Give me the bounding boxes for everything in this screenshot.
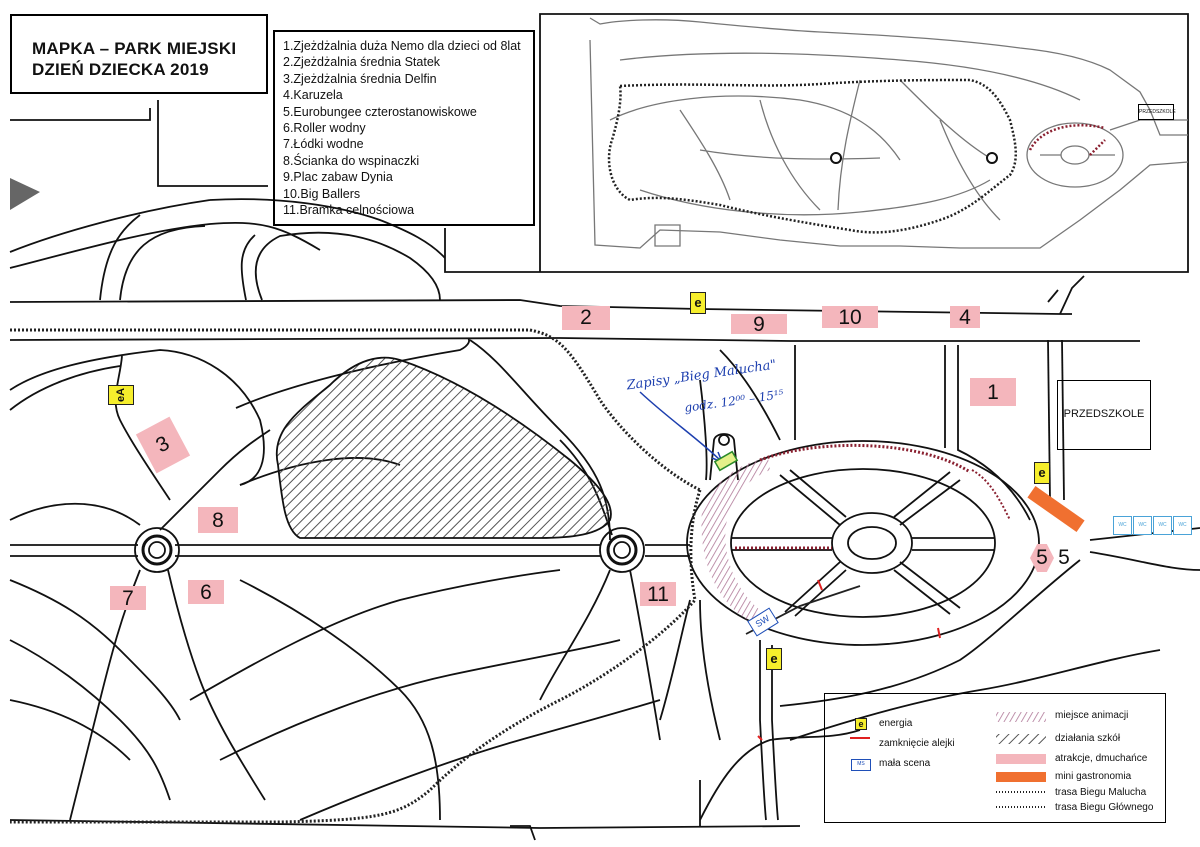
legend-stage-label: mała scena (879, 758, 931, 769)
main-race-route-lower (10, 489, 702, 824)
attraction-item: 10.Big Ballers (283, 186, 361, 201)
animation-area (701, 458, 770, 622)
legend-malucha-label: trasa Biegu Malucha (1055, 787, 1147, 798)
attraction-item: 8.Ścianka do wspinaczki (283, 153, 420, 168)
map-title-box: MAPKA – PARK MIEJSKI DZIEŃ DZIECKA 2019 (10, 14, 268, 94)
marker-2: 2 (562, 306, 610, 330)
mini-gastronomy (1027, 486, 1085, 532)
attraction-item: 1.Zjeżdżalnia duża Nemo dla dzieci od 8l… (283, 39, 521, 53)
marker-9: 9 (731, 314, 787, 336)
attraction-item: 11.Bramka celnościowa (283, 203, 415, 218)
lamp-marker (709, 433, 739, 481)
marker-10: 10 (822, 306, 878, 329)
energy-marker: e (690, 292, 706, 314)
central-oval (686, 440, 1040, 646)
marker-5-number: 5 (1058, 546, 1070, 569)
wc-icon: WC (1173, 516, 1192, 535)
map-title-line1: MAPKA – PARK MIEJSKI (32, 39, 237, 58)
path-closures (757, 579, 941, 741)
roundabout-middle (599, 527, 645, 573)
map-legend: e energia zamknięcie alejki MS mała scen… (824, 693, 1166, 823)
overview-minimap (589, 17, 1189, 249)
map-title-line2: DZIEŃ DZIECKA 2019 (32, 60, 209, 79)
marker-1: 1 (970, 378, 1016, 406)
attraction-item: 2.Zjeżdżalnia średnia Statek (283, 55, 441, 70)
attraction-item: 4.Karuzela (283, 88, 343, 103)
preschool-minimap-label: PRZEDSZKOLE (1138, 104, 1176, 120)
minimap-route (607, 78, 1017, 234)
marker-4: 4 (950, 306, 980, 329)
energy-marker-a: eA (108, 385, 134, 405)
preschool-building: PRZEDSZKOLE (1057, 380, 1151, 450)
attraction-item: 7.Łódki wodne (283, 137, 364, 152)
legend-gastronomy-label: mini gastronomia (1055, 771, 1132, 782)
legend-energy-label: energia (879, 718, 913, 729)
attraction-item: 5.Eurobungee czterostanowiskowe (283, 104, 477, 119)
roundabout-left (134, 527, 180, 573)
corner-shape (10, 178, 40, 210)
marker-7: 7 (110, 586, 146, 610)
registration-tent (713, 450, 739, 472)
attraction-item: 9.Plac zabaw Dynia (283, 170, 393, 185)
legend-energy-icon: e (855, 718, 867, 730)
legend-animation-label: miejsce animacji (1055, 710, 1129, 721)
malucha-route (735, 443, 971, 550)
school-activity-area (275, 356, 612, 539)
legend-school-label: działania szkół (1055, 733, 1121, 744)
attractions-list: 1.Zjeżdżalnia duża Nemo dla dzieci od 8l… (273, 30, 535, 226)
minimap-malucha-route (1028, 124, 1106, 156)
legend-closure-label: zamknięcie alejki (879, 738, 955, 749)
minimap-roundabout-left (830, 152, 842, 164)
marker-8: 8 (198, 507, 238, 533)
minimap-roundabout-right (986, 152, 998, 164)
legend-attractions-label: atrakcje, dmuchańce (1055, 753, 1148, 764)
legend-symbols (850, 712, 1046, 808)
wc-icon: WC (1113, 516, 1132, 535)
attraction-item: 3.Zjeżdżalnia średnia Delfin (283, 71, 437, 86)
legend-stage-icon: MS (851, 759, 871, 771)
wc-icon: WC (1153, 516, 1172, 535)
attraction-item: 6.Roller wodny (283, 121, 366, 136)
marker-11: 11 (640, 582, 676, 606)
marker-6: 6 (188, 580, 224, 604)
energy-marker: e (766, 648, 782, 670)
wc-icon: WC (1133, 516, 1152, 535)
legend-glownego-label: trasa Biegu Głównego (1055, 802, 1154, 813)
energy-marker: e (1034, 462, 1050, 484)
